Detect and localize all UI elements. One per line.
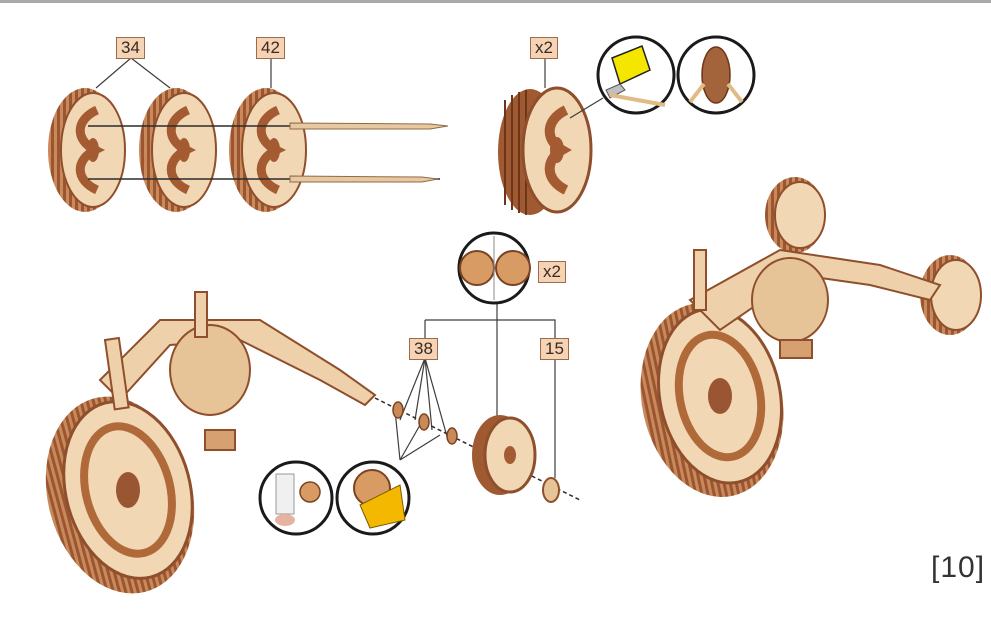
label-spacer-38: 38 — [409, 338, 438, 360]
label-washer-15: 15 — [540, 338, 569, 360]
detail-circle-gear-tool — [335, 460, 411, 536]
detail-circle-gears — [457, 231, 531, 305]
detail-circle-glue — [258, 460, 334, 536]
gear-42 — [229, 88, 307, 212]
label-gear-42: 42 — [256, 37, 285, 59]
gear-34-b — [139, 88, 217, 212]
top-border — [0, 0, 991, 3]
detail-circle-pin-head — [676, 35, 756, 115]
wheel-top — [498, 86, 593, 215]
leader-lines — [95, 57, 556, 478]
page-number: [10] — [931, 551, 986, 584]
label-gear-x2: x2 — [538, 261, 566, 283]
wheel-middle — [472, 415, 537, 495]
label-gear-34: 34 — [116, 37, 145, 59]
washer-15 — [542, 477, 560, 503]
vehicle-assembly-right — [640, 177, 982, 497]
axle-pins — [88, 122, 449, 183]
spacers-38 — [392, 401, 458, 445]
gear-34-a — [48, 88, 126, 212]
vehicle-assembly-left — [45, 291, 581, 594]
detail-circle-cutter — [569, 35, 676, 119]
label-wheel-x2: x2 — [530, 37, 558, 59]
